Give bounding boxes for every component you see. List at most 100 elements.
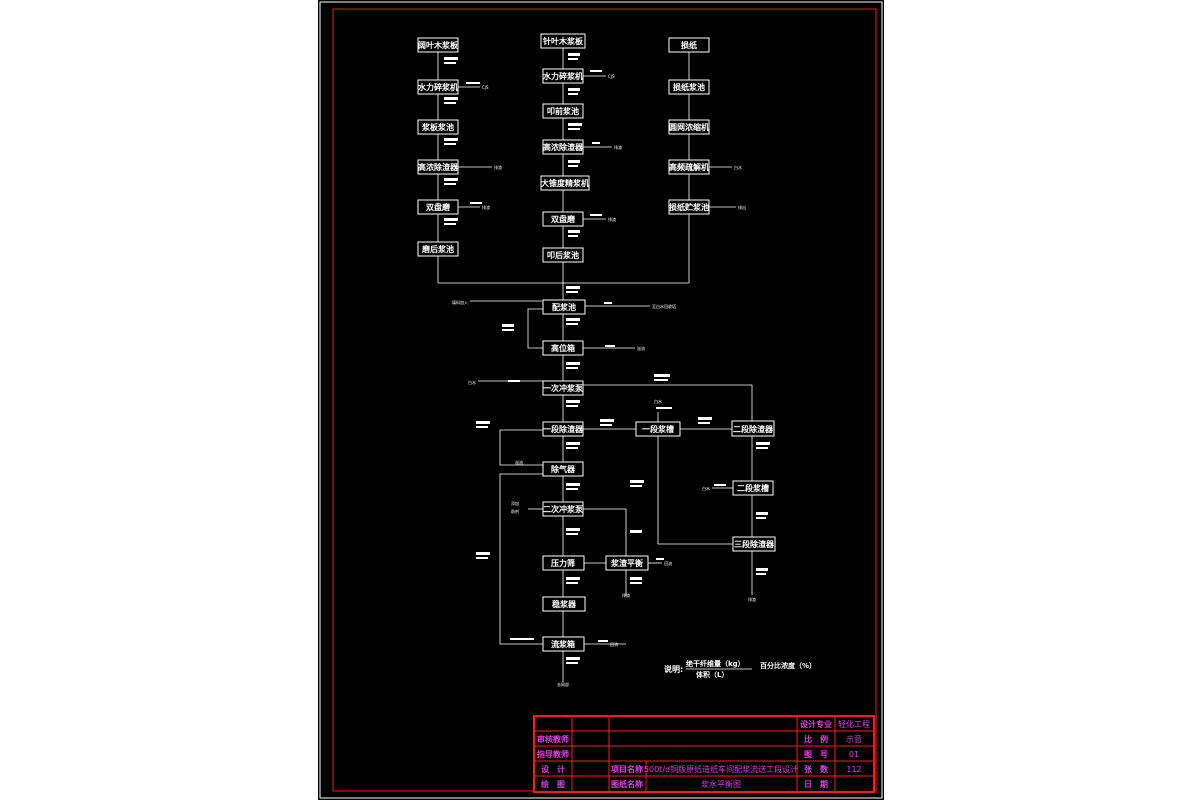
box-stage1-tank: 一段浆槽 <box>635 421 681 437</box>
box-pressure-screen: 压力筛 <box>542 555 585 571</box>
flow-lines <box>437 48 753 682</box>
box-fan-pump-2: 二次冲浆泵 <box>542 501 584 517</box>
project-name-label: 项目名称 <box>611 764 643 774</box>
box-c2-hd-cleaner-label: 高浓除渣器 <box>543 142 584 152</box>
c2-reject2-label: 排渣 <box>614 144 622 150</box>
drawing-sheet <box>318 0 884 800</box>
filler-in-label: 填料加入 <box>452 299 468 305</box>
reject-balance-bottom-label: 排渣 <box>622 592 630 598</box>
additive-label-1: 添加 <box>511 500 519 506</box>
main-flow: 配浆池 高位箱 一次冲浆泵 一段除渣器 除气器 二次冲浆泵 压力筛 稳浆器 流浆… <box>452 299 676 687</box>
box-headbox: 流浆箱 <box>542 636 585 652</box>
box-pressure-screen-label: 压力筛 <box>551 558 575 568</box>
box-softwood-pulp: 针叶木浆板 <box>540 33 586 49</box>
legend-prefix: 说明: <box>664 664 683 674</box>
column-softwood: 针叶木浆板 水力碎浆机 叩前浆池 高浓除渣器 大锥度精浆机 双盘磨 叩后浆池 C… <box>540 33 622 263</box>
c2-reject3-label: 排渣 <box>608 216 616 222</box>
box-c2-pre-refine-chest: 叩前浆池 <box>542 103 584 119</box>
flow-annotations <box>444 53 770 664</box>
box-stage2-tank: 二段浆槽 <box>732 480 774 496</box>
box-blend-chest: 配浆池 <box>542 299 586 315</box>
box-broke-label: 损纸 <box>681 40 697 50</box>
box-deaerator-label: 除气器 <box>551 464 576 474</box>
role-advisor: 指导教师 <box>537 749 569 759</box>
drawing-name-label: 图纸名称 <box>611 779 643 789</box>
stage3-reject-label: 排渣 <box>748 596 756 602</box>
title-block: 审核教师 指导教师 设 计 绘 图 项目名称 500t/d铜版原纸造纸车间配浆流… <box>533 715 875 793</box>
value-scale: 示意 <box>846 734 862 744</box>
c1-reject-label: CJS <box>482 85 489 90</box>
box-headbox-label: 流浆箱 <box>551 639 575 649</box>
box-cleaner-3-label: 三段除渣器 <box>734 539 775 549</box>
box-c2-pulper: 水力碎浆机 <box>542 68 584 84</box>
box-stabilizer: 稳浆器 <box>542 596 586 612</box>
box-cleaner-2: 二段除渣器 <box>731 420 775 437</box>
box-stage2-tank-label: 二段浆槽 <box>737 483 769 493</box>
box-cleaner-1-label: 一段除渣器 <box>543 424 584 434</box>
box-broke-chest: 损纸浆池 <box>668 79 710 95</box>
c3-side1-label: 白水 <box>734 164 742 170</box>
stage1-whitewater-label: 白水 <box>654 398 662 404</box>
box-c2-conical-refiner-label: 大锥度精浆机 <box>541 178 589 188</box>
box-c1-stock-chest-label: 浆板浆池 <box>421 122 454 132</box>
box-c2-pulper-label: 水力碎浆机 <box>542 71 583 81</box>
box-c1-refined-chest: 磨后浆池 <box>417 241 459 257</box>
box-stage1-tank-label: 一段浆槽 <box>642 424 674 434</box>
c1-reject2-label: 排渣 <box>494 164 502 170</box>
c3-side2-label: 排出 <box>738 204 746 210</box>
project-name-value: 500t/d铜版原纸造纸车间配浆流送工段设计 <box>644 764 798 774</box>
legend-line1b: 百分比浓度（%） <box>760 661 816 670</box>
role-drafter: 绘 图 <box>541 779 565 789</box>
box-fan-pump-1-label: 一次冲浆泵 <box>543 383 583 393</box>
box-c2-double-disc-label: 双盘磨 <box>551 214 575 224</box>
box-c1-pulper: 水力碎浆机 <box>417 79 459 95</box>
value-sheets: 112 <box>846 765 861 774</box>
drawing-name-value: 浆水平衡图 <box>701 779 741 789</box>
stage2-whitewater-label: 白水 <box>702 485 710 491</box>
box-c1-hd-cleaner: 高浓除渣器 <box>417 159 459 175</box>
label-drawing-no: 图 号 <box>804 750 828 759</box>
headbox-return-label: 回流 <box>610 641 618 647</box>
label-discipline: 设计专业 <box>800 719 832 729</box>
box-cleaner-1: 一段除渣器 <box>542 421 584 437</box>
to-whitewater-label: 至白水回收塔 <box>652 303 676 309</box>
box-deflaker-label: 高频疏解机 <box>669 162 709 172</box>
box-deflaker: 高频疏解机 <box>668 159 710 175</box>
box-c2-conical-refiner: 大锥度精浆机 <box>540 175 590 191</box>
box-drum-thickener-label: 圆网浓缩机 <box>669 122 709 132</box>
box-blend-chest-label: 配浆池 <box>552 302 576 312</box>
box-c1-double-disc-label: 双盘磨 <box>426 202 450 212</box>
c2-reject1-label: CJS <box>608 74 615 79</box>
label-sheets: 张 数 <box>804 764 829 774</box>
box-c1-pulper-label: 水力碎浆机 <box>417 82 458 92</box>
box-reject-balance: 浆渣平衡 <box>605 555 649 571</box>
outer-border <box>319 1 883 799</box>
stabilizer-return-label: 回流 <box>664 560 672 566</box>
whitewater-in-label: 白水 <box>468 379 476 385</box>
box-c2-refined-chest: 叩后浆池 <box>542 247 584 263</box>
legend-line2: 体积（L） <box>696 670 728 679</box>
column-broke: 损纸 损纸浆池 圆网浓缩机 高频疏解机 损纸贮浆池 白水 排出 <box>668 37 746 215</box>
box-hardwood-pulp-label: 阔叶木浆板 <box>418 40 459 50</box>
box-broke-storage: 损纸贮浆池 <box>668 199 710 215</box>
overflow-label: 溢流 <box>637 345 645 351</box>
box-stabilizer-label: 稳浆器 <box>552 599 577 609</box>
column-hardwood: 阔叶木浆板 水力碎浆机 浆板浆池 高浓除渣器 双盘磨 磨后浆池 CJS 排渣 排… <box>417 37 502 257</box>
box-cleaner-3: 三段除渣器 <box>732 536 776 552</box>
additive-label-2: 助剂 <box>511 508 519 514</box>
role-reviewer: 审核教师 <box>537 734 569 744</box>
box-fan-pump-1: 一次冲浆泵 <box>542 380 584 396</box>
value-discipline: 轻化工程 <box>838 719 870 729</box>
box-softwood-pulp-label: 针叶木浆板 <box>543 36 584 46</box>
box-c2-refined-chest-label: 叩后浆池 <box>547 250 579 260</box>
role-designer: 设 计 <box>541 764 565 774</box>
box-headbox-tank: 高位箱 <box>542 340 584 356</box>
to-wire-label: 去网部 <box>557 681 569 687</box>
box-hardwood-pulp: 阔叶木浆板 <box>417 37 459 53</box>
box-broke: 损纸 <box>668 37 710 53</box>
legend-line1: 绝干纤维量（kg） <box>686 659 745 668</box>
box-fan-pump-2-label: 二次冲浆泵 <box>543 504 583 514</box>
box-c1-hd-cleaner-label: 高浓除渣器 <box>418 162 459 172</box>
